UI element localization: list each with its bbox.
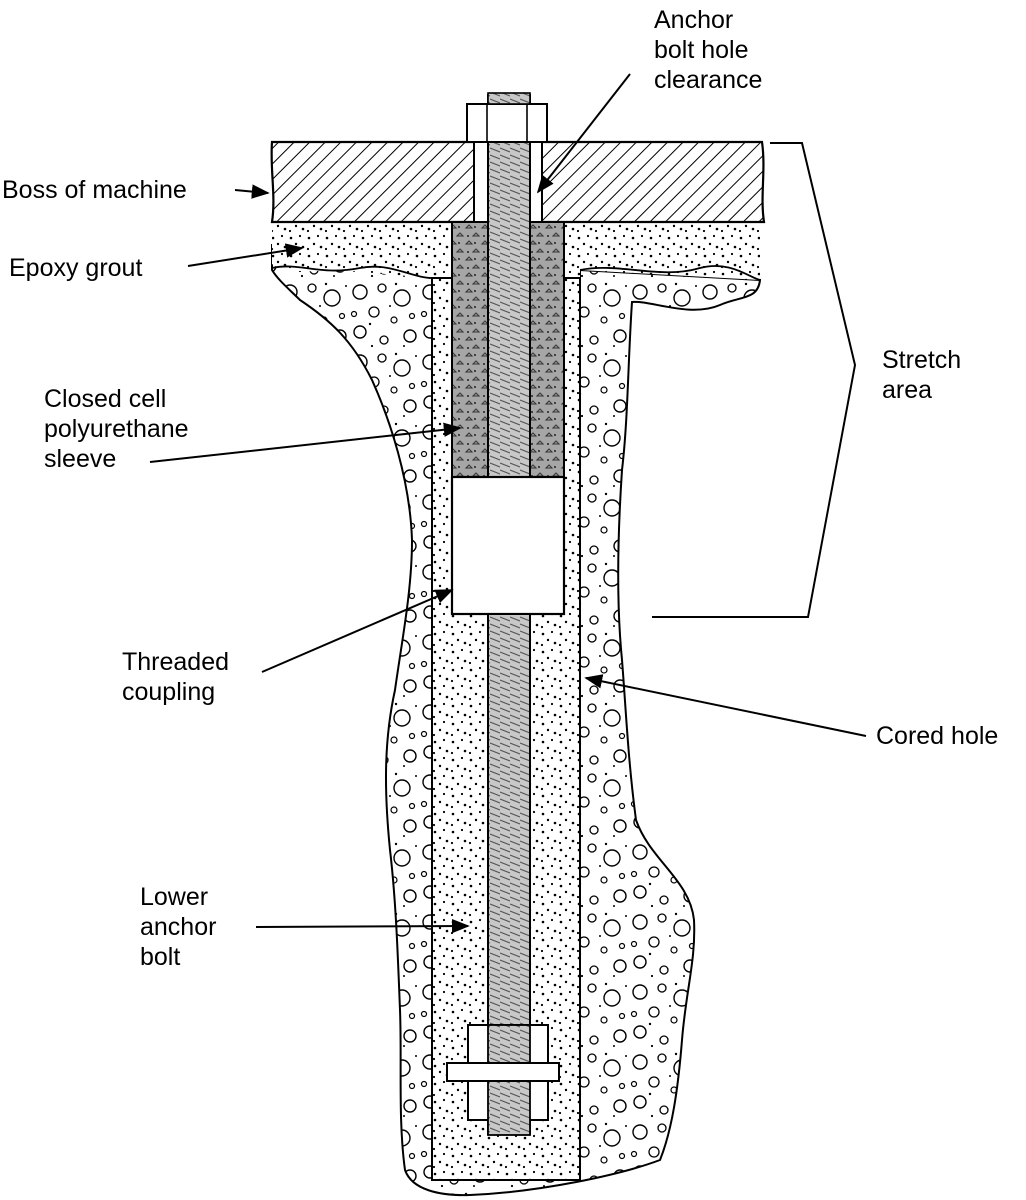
label-anchor-clearance-2: bolt hole	[654, 36, 749, 64]
label-sleeve-2: polyurethane	[44, 415, 189, 443]
label-boss-of-machine: Boss of machine	[2, 176, 187, 204]
upper-anchor-bolt	[487, 94, 531, 478]
label-lower-bolt-3: bolt	[140, 943, 181, 971]
label-lower-bolt-2: anchor	[140, 913, 217, 941]
threaded-coupling	[450, 475, 566, 616]
label-anchor-clearance-1: Anchor	[654, 6, 734, 34]
leader-coupling	[261, 589, 454, 673]
stretch-area-bracket	[652, 142, 857, 618]
leader-lower-bolt	[255, 918, 470, 934]
concrete-foundation	[271, 244, 762, 1197]
top-nut	[466, 103, 548, 143]
leader-epoxy	[187, 243, 304, 267]
label-coupling-1: Threaded	[122, 648, 230, 676]
label-stretch-1: Stretch	[882, 346, 962, 374]
label-anchor-clearance-3: clearance	[654, 66, 763, 94]
leader-cored-hole	[584, 674, 867, 737]
leader-boss	[234, 184, 270, 199]
bottom-washer	[446, 1062, 560, 1082]
label-lower-bolt-1: Lower	[140, 883, 209, 911]
label-epoxy-grout: Epoxy grout	[9, 254, 143, 282]
label-stretch-2: area	[882, 376, 933, 404]
label-sleeve-1: Closed cell	[44, 385, 167, 413]
label-cored-hole: Cored hole	[876, 722, 999, 750]
label-coupling-2: coupling	[122, 678, 216, 706]
leader-anchor-clearance	[536, 73, 631, 194]
leader-sleeve	[149, 422, 462, 463]
label-sleeve-3: sleeve	[44, 445, 117, 473]
